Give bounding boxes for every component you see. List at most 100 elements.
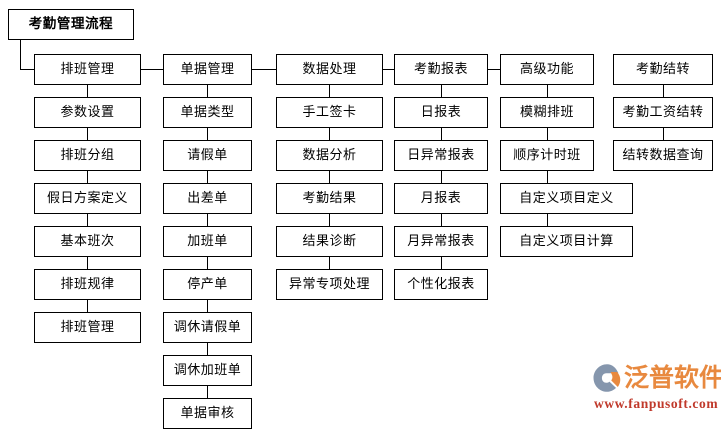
node-col3-row6[interactable]: 异常专项处理 (276, 269, 383, 300)
node-col2-row2[interactable]: 单据类型 (163, 97, 252, 128)
connector-col3-4-5 (329, 214, 330, 226)
node-col3-row1[interactable]: 数据处理 (276, 54, 383, 85)
node-label: 月异常报表 (407, 234, 475, 249)
connector-col4-3-4 (441, 171, 442, 183)
node-col2-row5[interactable]: 加班单 (163, 226, 252, 257)
node-label: 手工签卡 (302, 105, 357, 120)
connector-col2-5-6 (207, 257, 208, 269)
node-col2-row6[interactable]: 停产单 (163, 269, 252, 300)
node-col4-row4[interactable]: 月报表 (394, 183, 488, 214)
node-label: 单据类型 (180, 105, 235, 120)
connector-head-col3-col4 (383, 69, 394, 70)
connector-col3-5-6 (329, 257, 330, 269)
logo-url: www.fanpusoft.com (594, 396, 719, 411)
node-col3-row3[interactable]: 数据分析 (276, 140, 383, 171)
connector-col4-1-2 (441, 85, 442, 97)
connector-title-horizontal (20, 69, 35, 70)
node-col1-row1[interactable]: 排班管理 (34, 54, 141, 85)
connector-col3-3-4 (329, 171, 330, 183)
node-col2-row1[interactable]: 单据管理 (163, 54, 252, 85)
connector-col2-8-9 (207, 386, 208, 398)
connector-col2-1-2 (207, 85, 208, 97)
node-col2-row3[interactable]: 请假单 (163, 140, 252, 171)
node-col1-row5[interactable]: 基本班次 (34, 226, 141, 257)
connector-col3-1-2 (329, 85, 330, 97)
node-label: 结转数据查询 (622, 148, 704, 163)
node-col5-row2[interactable]: 模糊排班 (500, 97, 594, 128)
node-col2-row8[interactable]: 调休加班单 (163, 355, 252, 386)
node-col1-row4[interactable]: 假日方案定义 (34, 183, 141, 214)
node-label: 顺序计时班 (513, 148, 581, 163)
node-label: 模糊排班 (519, 105, 574, 120)
connector-col5-2-3 (547, 128, 548, 140)
connector-col1-5-6 (87, 257, 88, 269)
node-col4-row6[interactable]: 个性化报表 (394, 269, 488, 300)
connector-head-col2-col3 (252, 69, 276, 70)
node-col1-row3[interactable]: 排班分组 (34, 140, 141, 171)
connector-col4-5-6 (441, 257, 442, 269)
connector-col4-4-5 (441, 214, 442, 226)
connector-col6-2-3 (663, 128, 664, 140)
node-label: 加班单 (187, 234, 228, 249)
node-col5-row1[interactable]: 高级功能 (500, 54, 594, 85)
node-col1-row6[interactable]: 排班规律 (34, 269, 141, 300)
node-label: 月报表 (420, 191, 462, 206)
logo-name: 泛普软件 (624, 363, 721, 392)
node-col3-row5[interactable]: 结果诊断 (276, 226, 383, 257)
node-col5-row3[interactable]: 顺序计时班 (500, 140, 594, 171)
node-label: 假日方案定义 (46, 191, 128, 206)
node-label: 出差单 (187, 191, 228, 206)
node-col2-row4[interactable]: 出差单 (163, 183, 252, 214)
connector-col1-6-7 (87, 300, 88, 312)
node-col2-row9[interactable]: 单据审核 (163, 398, 252, 429)
node-col6-row1[interactable]: 考勤结转 (613, 54, 713, 85)
node-label: 单据管理 (180, 62, 235, 77)
node-label: 考勤工资结转 (622, 105, 704, 120)
connector-col1-1-2 (87, 85, 88, 97)
node-col6-row3[interactable]: 结转数据查询 (613, 140, 713, 171)
connector-col5-3-4 (547, 171, 548, 183)
connector-col5-4-5 (547, 214, 548, 226)
connector-head-col4-col5 (488, 69, 500, 70)
connector-col3-2-3 (329, 128, 330, 140)
node-label: 考勤结果 (302, 191, 357, 206)
node-col4-row5[interactable]: 月异常报表 (394, 226, 488, 257)
node-label: 数据处理 (302, 62, 357, 77)
node-label: 结果诊断 (302, 234, 357, 249)
node-label: 排班管理 (60, 320, 115, 335)
node-label: 异常专项处理 (288, 277, 370, 292)
page-title: 考勤管理流程 (28, 15, 114, 32)
connector-col1-3-4 (87, 171, 88, 183)
connector-col4-2-3 (441, 128, 442, 140)
connector-title-vertical (20, 40, 21, 70)
node-col5-row5[interactable]: 自定义项目计算 (500, 226, 633, 257)
node-col4-row3[interactable]: 日异常报表 (394, 140, 488, 171)
node-label: 参数设置 (60, 105, 115, 120)
node-col3-row2[interactable]: 手工签卡 (276, 97, 383, 128)
node-col1-row2[interactable]: 参数设置 (34, 97, 141, 128)
node-label: 数据分析 (302, 148, 357, 163)
node-col1-row7[interactable]: 排班管理 (34, 312, 141, 343)
swoosh-circle-icon (593, 364, 621, 392)
node-col5-row4[interactable]: 自定义项目定义 (500, 183, 633, 214)
connector-head-col1-col2 (141, 69, 163, 70)
node-col3-row4[interactable]: 考勤结果 (276, 183, 383, 214)
node-col4-row1[interactable]: 考勤报表 (394, 54, 488, 85)
node-col6-row2[interactable]: 考勤工资结转 (613, 97, 713, 128)
node-label: 单据审核 (180, 406, 235, 421)
node-label: 调休加班单 (173, 363, 242, 378)
node-label: 排班规律 (60, 277, 115, 292)
node-label: 自定义项目计算 (519, 234, 614, 249)
fanpusoft-logo: 泛普软件 www.fanpusoft.com (592, 363, 721, 415)
connector-col2-2-3 (207, 128, 208, 140)
node-label: 考勤报表 (413, 62, 468, 77)
node-col2-row7[interactable]: 调休请假单 (163, 312, 252, 343)
node-label: 个性化报表 (407, 277, 475, 292)
connector-col2-3-4 (207, 171, 208, 183)
connector-col5-1-2 (547, 85, 548, 97)
connector-col2-4-5 (207, 214, 208, 226)
node-col4-row2[interactable]: 日报表 (394, 97, 488, 128)
node-label: 请假单 (187, 148, 228, 163)
connector-col1-4-5 (87, 214, 88, 226)
